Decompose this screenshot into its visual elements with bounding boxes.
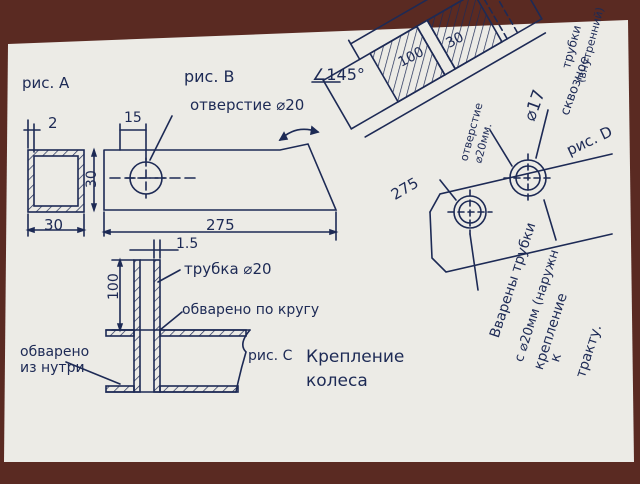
fig-b-angle: ∠145° — [312, 65, 365, 84]
fig-b-dim-15: 15 — [124, 110, 142, 126]
paper-sheet — [4, 20, 634, 462]
fig-b-dim-30: 30 — [84, 170, 100, 188]
fig-b-label: рис. B — [184, 67, 235, 86]
fig-b-length-275: 275 — [206, 216, 235, 234]
fig-c-height-dim: 100 — [106, 273, 122, 300]
fig-c-weld-inside-1: обварено — [20, 344, 89, 360]
fig-b-hole-note: отверстие ⌀20 — [190, 96, 304, 114]
fig-c-tube-note: трубка ⌀20 — [184, 260, 272, 278]
fig-d-dim-30: 30 — [443, 29, 466, 51]
fig-a-wall-dim: 2 — [48, 114, 58, 132]
fig-a-label: рис. A — [22, 74, 70, 92]
fig-c-weld-inside-2: из нутри — [20, 360, 85, 376]
fig-c-title-line2: колеса — [306, 371, 368, 391]
fig-a-side-dim: 30 — [44, 216, 63, 234]
fig-c-label: рис. C — [248, 348, 293, 364]
figure-b-bracket — [90, 81, 341, 241]
fig-c-wall-dim: 1.5 — [176, 236, 198, 252]
figure-c-wheel-mount — [65, 239, 251, 393]
figure-a-square-tube — [23, 119, 87, 237]
figure-d-angled-bar — [322, 0, 613, 291]
fig-c-weld-around: обварено по кругу — [182, 302, 319, 318]
fig-c-title-line1: Крепление — [306, 347, 404, 367]
